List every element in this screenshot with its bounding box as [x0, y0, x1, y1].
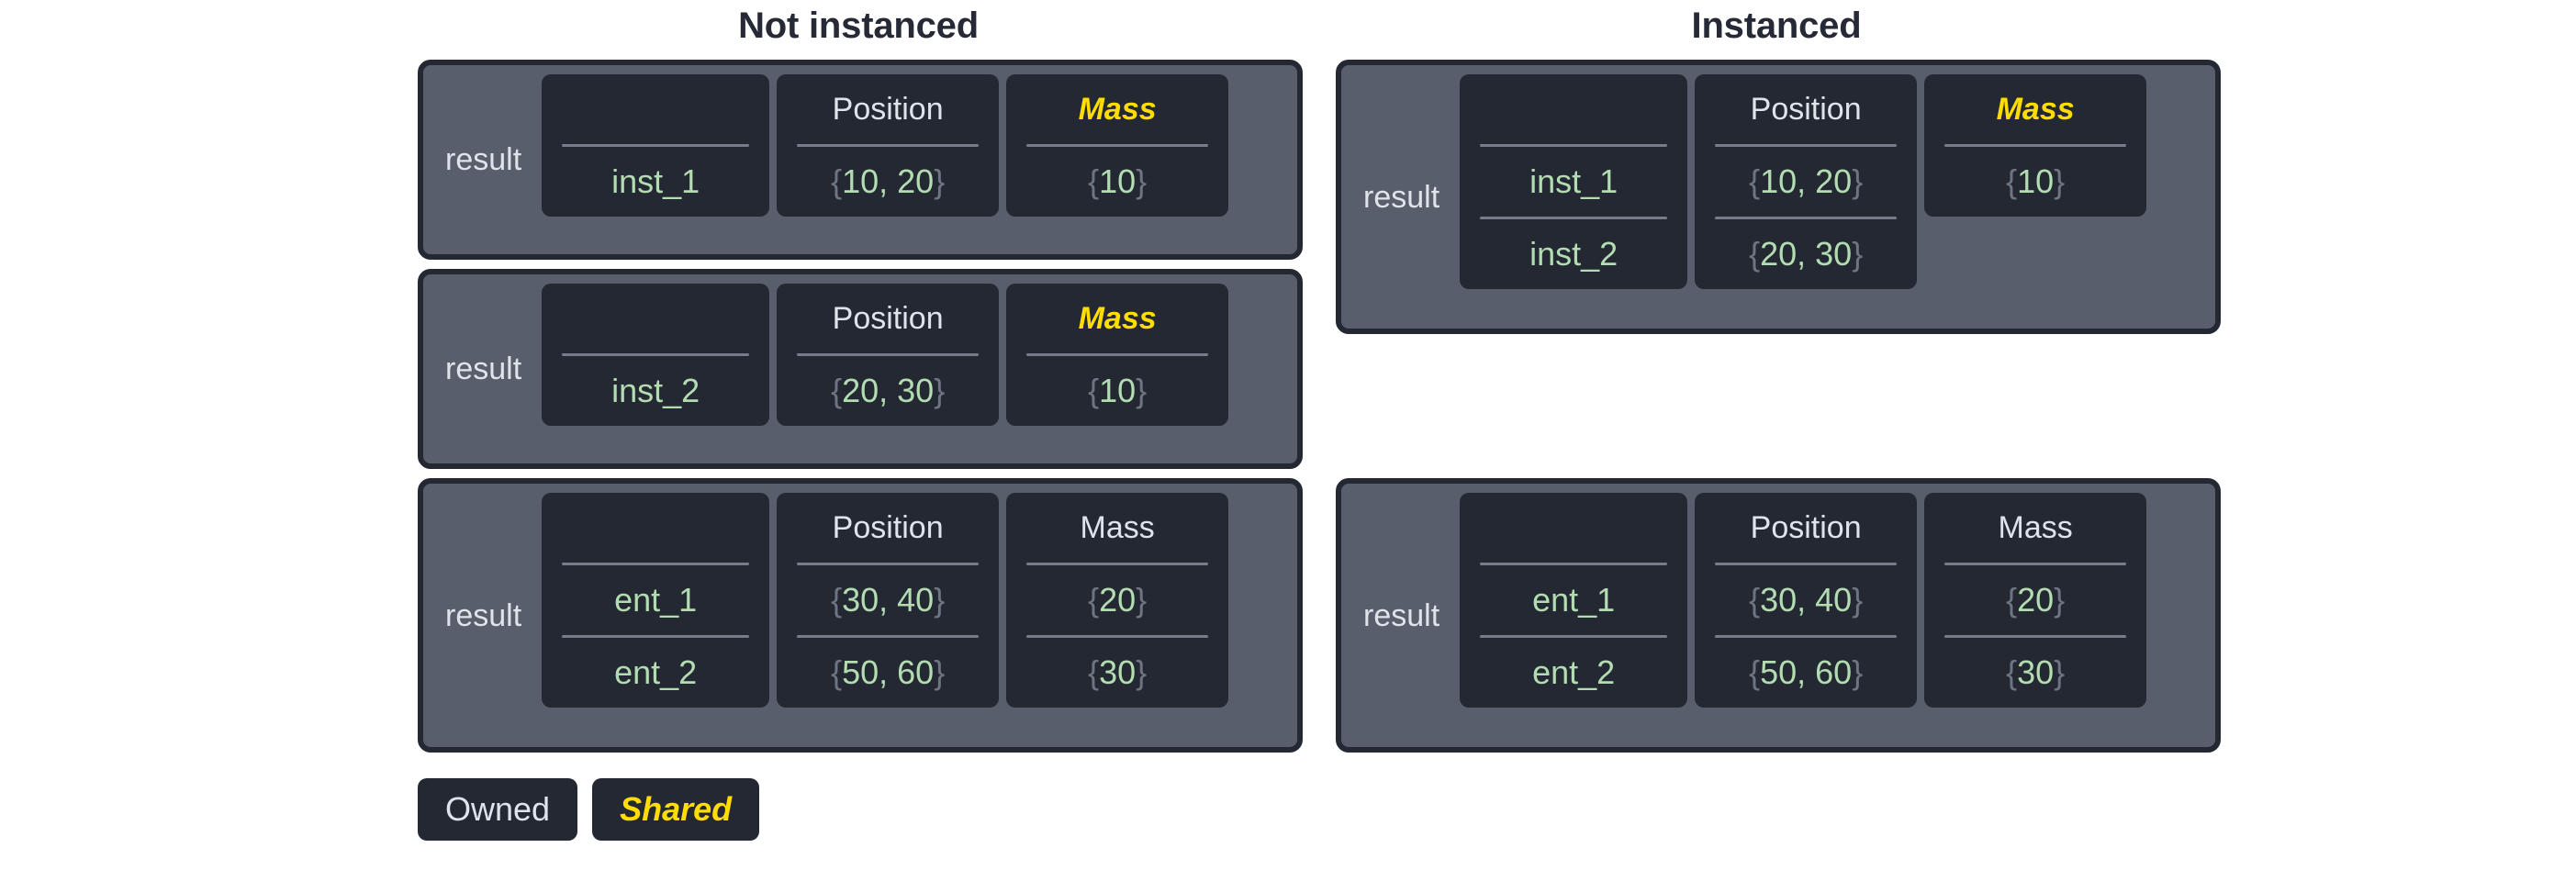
- field-divider: [1944, 563, 2127, 565]
- column-title-not-instanced: Not instanced: [738, 6, 979, 46]
- field-divider: [1715, 144, 1898, 147]
- field-divider: [1480, 563, 1668, 565]
- field-value: {10, 20}: [831, 162, 946, 200]
- fields-area: inst_1 Position {10, 20} Mass {10}: [542, 74, 1288, 245]
- field-value: ent_2: [1532, 653, 1616, 691]
- field-divider: [1480, 635, 1668, 638]
- field-column-position: Position {30, 40} {50, 60}: [1695, 493, 1918, 708]
- field-value: {30}: [1088, 653, 1148, 691]
- field-divider: [1026, 635, 1209, 638]
- field-column-name: inst_1 inst_2: [1460, 74, 1688, 289]
- field-value: {50, 60}: [831, 653, 946, 691]
- panel-not-instanced-inst-2: result inst_2 Position {20, 30} Mass {10…: [418, 269, 1303, 469]
- field-header-position: Position: [832, 92, 944, 127]
- field-divider: [797, 353, 980, 356]
- panel-not-instanced-entities: result ent_1 ent_2 Position {30, 40} {50…: [418, 478, 1303, 753]
- field-header-name: [1460, 502, 1687, 553]
- field-header-name: [542, 502, 769, 553]
- field-divider: [1715, 563, 1898, 565]
- field-divider: [562, 144, 750, 147]
- field-column-position: Position {10, 20}: [777, 74, 1000, 217]
- column-title-instanced: Instanced: [1691, 6, 1862, 46]
- field-header-mass: Mass: [1078, 92, 1157, 127]
- field-divider: [1026, 353, 1209, 356]
- field-divider: [562, 563, 750, 565]
- field-value: inst_2: [1529, 235, 1618, 273]
- field-column-mass: Mass {10}: [1006, 74, 1229, 217]
- field-header-position: Position: [832, 510, 944, 545]
- field-column-mass: Mass {20} {30}: [1006, 493, 1229, 708]
- field-divider: [1715, 635, 1898, 638]
- field-divider: [1944, 144, 2127, 147]
- field-divider: [562, 635, 750, 638]
- field-value: {30, 40}: [1749, 581, 1864, 619]
- column-instanced: Instanced result inst_1 inst_2 Position …: [1336, 0, 2221, 753]
- field-divider: [1480, 217, 1668, 219]
- field-value: {20}: [2006, 581, 2066, 619]
- field-header-position: Position: [832, 301, 944, 336]
- field-column-position: Position {20, 30}: [777, 284, 1000, 426]
- field-value: {20}: [1088, 581, 1148, 619]
- field-header-name: [542, 293, 769, 344]
- field-column-name: ent_1 ent_2: [542, 493, 770, 708]
- field-column-mass-shared: Mass {10}: [1924, 74, 2147, 217]
- field-column-position: Position {30, 40} {50, 60}: [777, 493, 1000, 708]
- field-header-name: [1460, 84, 1687, 135]
- field-value: {10}: [1088, 372, 1148, 409]
- field-column-position: Position {10, 20} {20, 30}: [1695, 74, 1918, 289]
- panel-label: result: [445, 351, 522, 386]
- field-divider: [1944, 635, 2127, 638]
- field-divider: [797, 635, 980, 638]
- field-header-mass: Mass: [1998, 510, 2073, 545]
- field-value: {10, 20}: [1749, 162, 1864, 200]
- field-value: {10}: [1088, 162, 1148, 200]
- field-divider: [1026, 563, 1209, 565]
- field-value: inst_1: [1529, 162, 1618, 200]
- legend-chip-owned: Owned: [418, 778, 578, 841]
- field-column-name: ent_1 ent_2: [1460, 493, 1688, 708]
- panel-instanced-instances: result inst_1 inst_2 Position {10, 20} {…: [1336, 60, 2221, 334]
- panel-instanced-entities: result ent_1 ent_2 Position {30, 40} {50…: [1336, 478, 2221, 753]
- field-column-mass: Mass {20} {30}: [1924, 493, 2147, 708]
- field-header-position: Position: [1750, 92, 1862, 127]
- fields-area: inst_2 Position {20, 30} Mass {10}: [542, 284, 1288, 454]
- legend: Owned Shared: [418, 778, 760, 841]
- fields-area: ent_1 ent_2 Position {30, 40} {50, 60} M…: [542, 493, 1288, 738]
- field-divider: [797, 563, 980, 565]
- field-header-name: [542, 84, 769, 135]
- field-header-mass: Mass: [1078, 301, 1157, 336]
- field-value: {20, 30}: [831, 372, 946, 409]
- field-value: {50, 60}: [1749, 653, 1864, 691]
- field-header-mass: Mass: [1080, 510, 1155, 545]
- field-value: {10}: [2006, 162, 2066, 200]
- panel-not-instanced-inst-1: result inst_1 Position {10, 20} Mass {10…: [418, 60, 1303, 260]
- field-value: ent_1: [614, 581, 698, 619]
- field-header-position: Position: [1750, 510, 1862, 545]
- field-value: inst_1: [611, 162, 700, 200]
- field-column-mass: Mass {10}: [1006, 284, 1229, 426]
- field-column-name: inst_1: [542, 74, 770, 217]
- legend-chip-shared: Shared: [592, 778, 760, 841]
- field-value: {20, 30}: [1749, 235, 1864, 273]
- panel-label: result: [1363, 179, 1440, 215]
- field-column-name: inst_2: [542, 284, 770, 426]
- field-divider: [1715, 217, 1898, 219]
- field-value: {30}: [2006, 653, 2066, 691]
- panel-label: result: [1363, 597, 1440, 633]
- fields-area: inst_1 inst_2 Position {10, 20} {20, 30}…: [1460, 74, 2206, 319]
- panel-label: result: [445, 142, 522, 177]
- field-divider: [562, 353, 750, 356]
- field-header-mass: Mass: [1996, 92, 2075, 127]
- panel-label: result: [445, 597, 522, 633]
- field-divider: [1026, 144, 1209, 147]
- field-value: ent_2: [614, 653, 698, 691]
- fields-area: ent_1 ent_2 Position {30, 40} {50, 60} M…: [1460, 493, 2206, 738]
- field-value: ent_1: [1532, 581, 1616, 619]
- field-divider: [1480, 144, 1668, 147]
- field-value: inst_2: [611, 372, 700, 409]
- field-divider: [797, 144, 980, 147]
- column-not-instanced: Not instanced result inst_1 Position {10…: [418, 0, 1303, 841]
- field-value: {30, 40}: [831, 581, 946, 619]
